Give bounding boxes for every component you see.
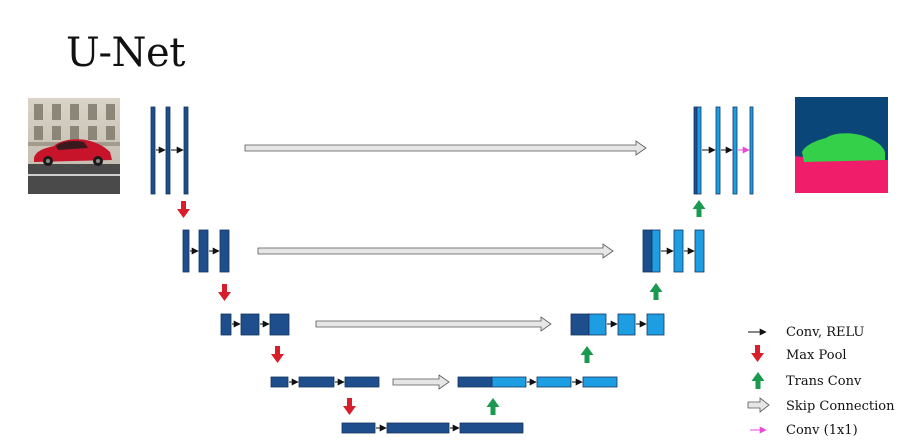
feature-map-block (183, 106, 189, 195)
feature-map-block (694, 229, 705, 273)
feature-map-block (673, 229, 684, 273)
feature-map-block (536, 376, 572, 388)
legend-label-conv-relu: Conv, RELU (786, 325, 864, 340)
skip-feature-block (642, 229, 653, 273)
feature-map-block (341, 422, 376, 434)
encoder-level-4 (270, 376, 380, 388)
feature-map-block (240, 313, 260, 336)
page-title: U-Net (66, 30, 185, 76)
skip-feature-block (457, 376, 493, 388)
bottleneck-level (341, 422, 524, 434)
feature-map-block (165, 106, 171, 195)
legend: Conv, RELU Max Pool Trans Conv Skip Conn… (747, 325, 895, 438)
encoder-level-3 (220, 313, 290, 336)
feature-map-block (220, 313, 232, 336)
output-segmentation-mask (795, 97, 888, 193)
max-pool-arrow-icon (751, 345, 764, 362)
feature-map-block (198, 229, 209, 273)
skip-connection-level-1 (244, 140, 647, 156)
decoder-level-4 (457, 376, 618, 388)
legend-item-trans-conv: Trans Conv (751, 372, 862, 389)
encoder-level-1 (150, 106, 189, 195)
max-pool-arrow (218, 284, 231, 301)
skip-feature-block (570, 313, 590, 336)
feature-map-block (344, 376, 380, 388)
upsampled-feature-block (491, 376, 527, 388)
feature-map-block (582, 376, 618, 388)
encoder-level-2 (182, 229, 230, 273)
decoder-level-1 (693, 106, 754, 195)
feature-map-block (298, 376, 335, 388)
output-feature-block (749, 106, 754, 195)
feature-map-block (219, 229, 230, 273)
trans-conv-arrow-icon (751, 372, 765, 389)
legend-item-conv-1x1: Conv (1x1) (750, 423, 858, 438)
feature-map-block (386, 422, 450, 434)
trans-conv-arrow (486, 398, 500, 415)
legend-label-trans-conv: Trans Conv (786, 374, 862, 389)
decoder-level-3 (570, 313, 665, 336)
max-pool-arrow (177, 201, 190, 218)
legend-label-skip-connection: Skip Connection (786, 399, 895, 414)
feature-map-block (150, 106, 156, 195)
upsampled-feature-block (588, 313, 607, 336)
legend-label-max-pool: Max Pool (786, 348, 847, 363)
feature-map-block (459, 422, 524, 434)
feature-map-block (182, 229, 190, 273)
upsampled-feature-block (696, 106, 702, 195)
trans-conv-arrow (649, 283, 663, 300)
skip-connection-level-3 (315, 316, 552, 332)
input-car-photo (28, 98, 120, 194)
feature-map-block (732, 106, 738, 195)
feature-map-block (269, 313, 290, 336)
decoder-level-2 (642, 229, 705, 273)
feature-map-block (270, 376, 289, 388)
skip-feature-block (693, 106, 698, 195)
trans-conv-arrow (580, 346, 594, 363)
legend-item-max-pool: Max Pool (751, 345, 847, 363)
max-pool-arrow (343, 398, 356, 415)
skip-connection-arrow-icon (747, 397, 770, 413)
legend-item-conv-relu: Conv, RELU (748, 325, 864, 340)
feature-map-block (715, 106, 721, 195)
legend-item-skip-connection: Skip Connection (747, 397, 895, 414)
legend-label-conv-1x1: Conv (1x1) (786, 423, 858, 438)
trans-conv-arrow (692, 200, 706, 217)
feature-map-block (646, 313, 665, 336)
feature-map-block (617, 313, 636, 336)
skip-connection-level-4 (392, 374, 450, 390)
skip-connection-level-2 (257, 243, 614, 259)
upsampled-feature-block (651, 229, 661, 273)
max-pool-arrow (271, 346, 284, 363)
